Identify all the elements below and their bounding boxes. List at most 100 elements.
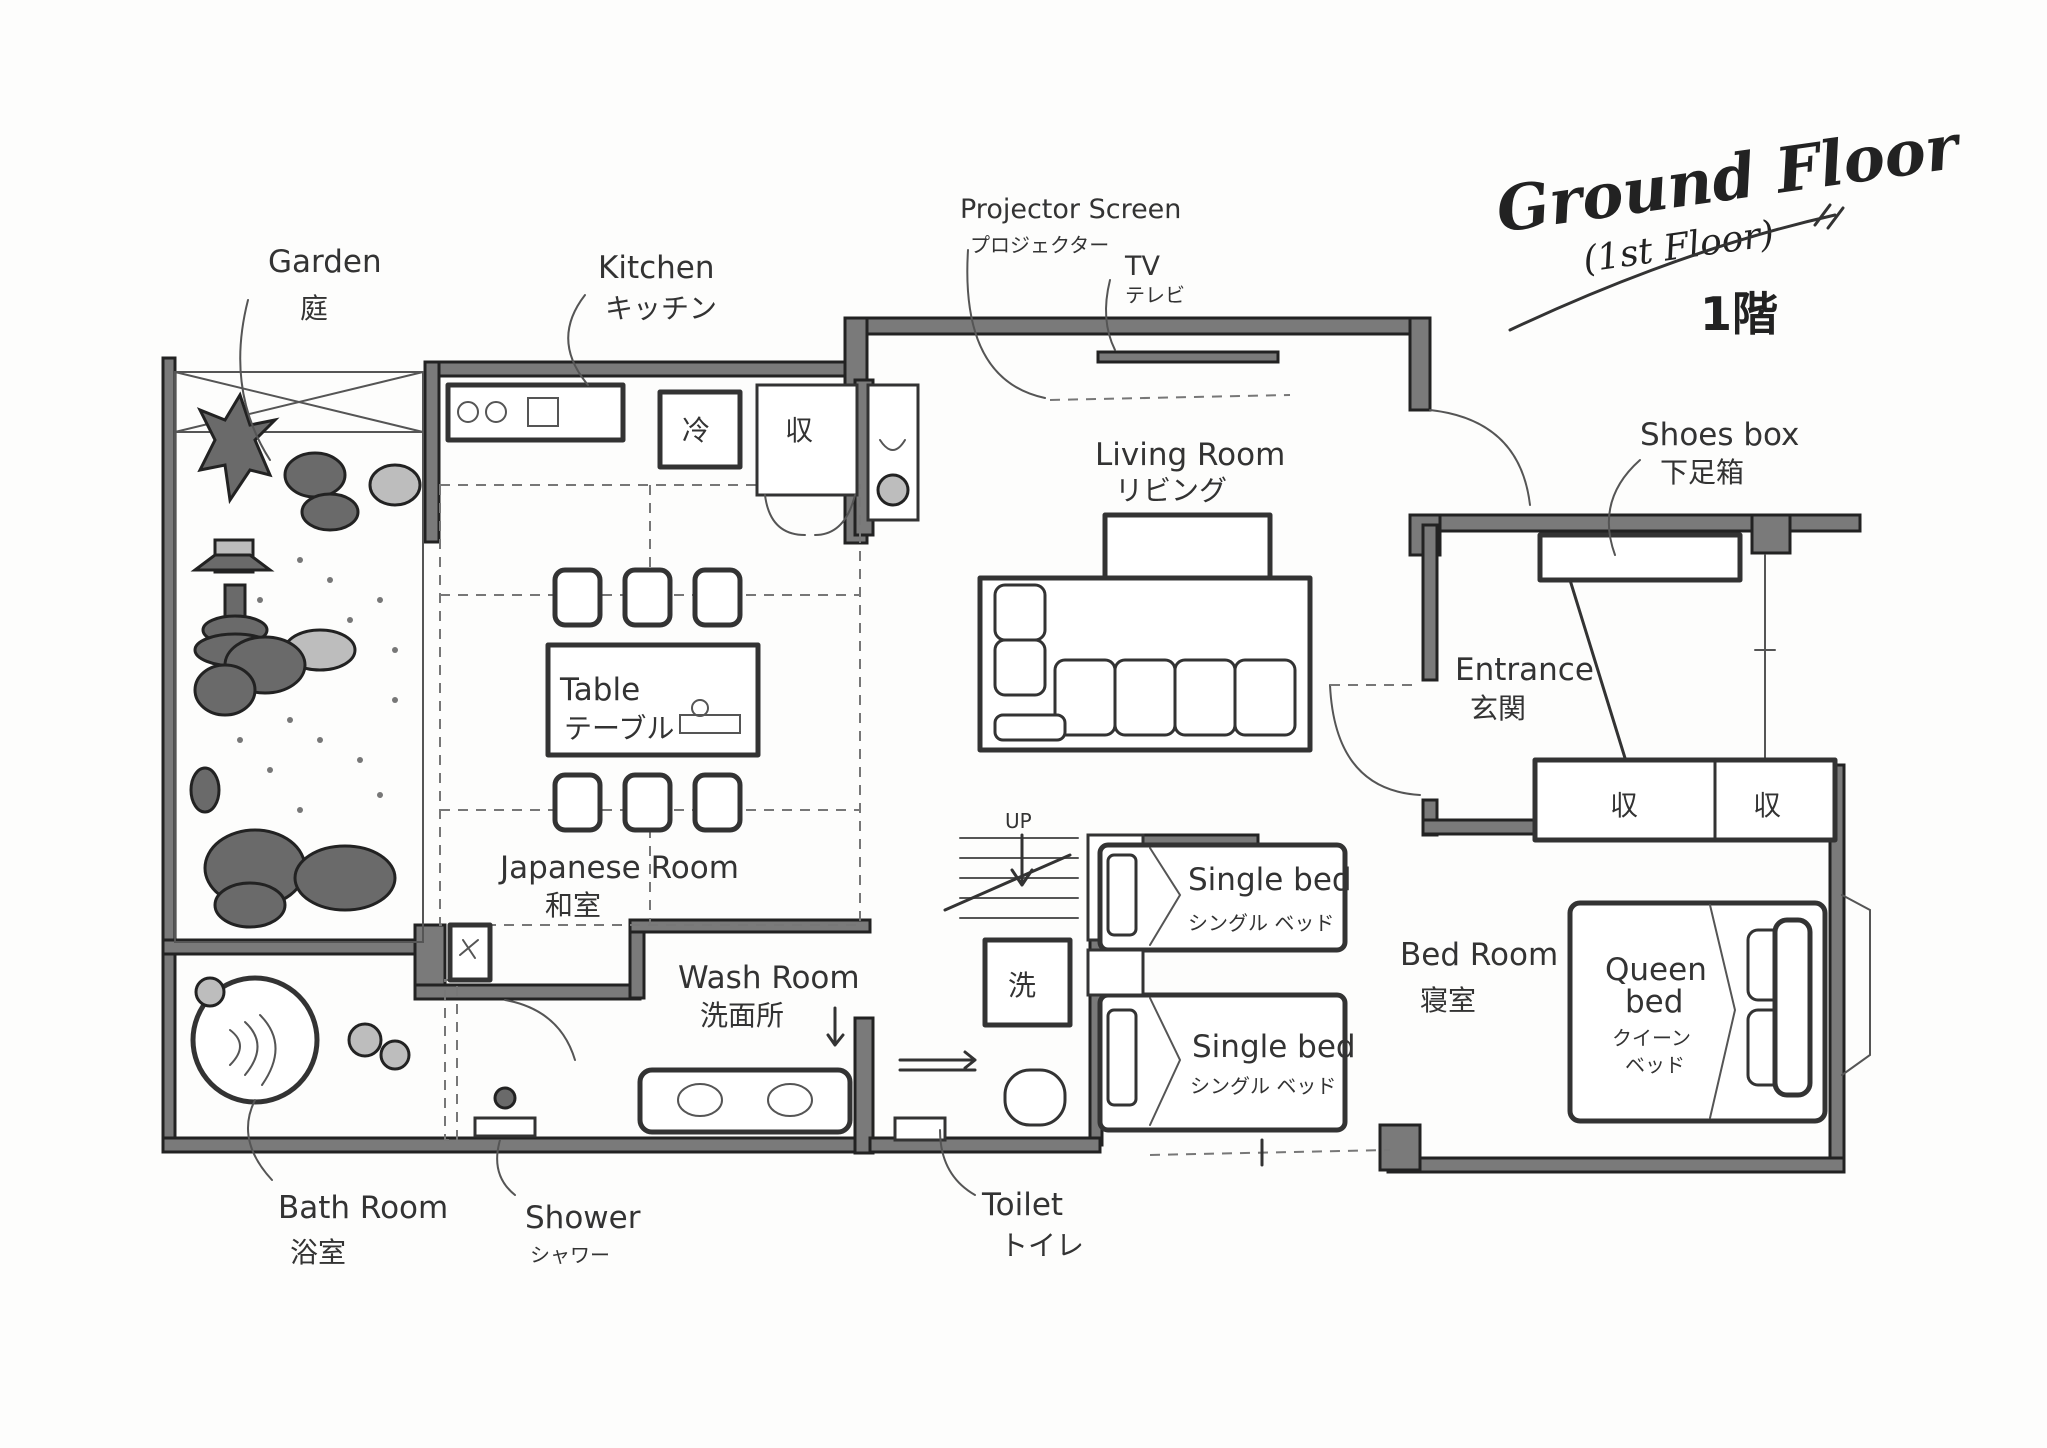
shoes-box [1537,532,1743,583]
pillow [1106,1008,1138,1107]
bath-room-leader [247,1099,273,1181]
wall-bedroom-south [1386,1156,1846,1174]
shoes-box-leader [1607,459,1641,556]
shower-head [493,1086,517,1110]
title-japanese: 1階 [1700,287,1778,341]
garden-rock [283,451,347,499]
garden-rock [300,492,360,532]
living-room-area [977,350,1531,796]
single-beds [1086,833,1391,1167]
tv-label: TV [1124,251,1160,282]
kitchen-counter [445,382,626,443]
projector-screen-line [1049,394,1291,401]
garden-area [174,371,424,943]
chair [692,772,743,833]
chair [692,567,743,628]
shower-label: Shower [525,1200,641,1236]
wash-entry-arrow [826,1006,845,1047]
room-labels: Garden 庭 Kitchen キッチン Projector Screen プ… [239,194,1799,1269]
chair [552,772,603,833]
queen-bed-label-jp-2: ベッド [1625,1053,1685,1077]
garden-label: Garden [268,244,382,280]
single-bed-1 [1097,842,1348,953]
bath-step [194,976,226,1008]
wall-living-east [1408,316,1432,412]
garden-rock [293,844,397,912]
wall-bedroom-door-jamb [1378,1123,1422,1172]
living-door-swing [1429,409,1531,506]
bed-side-item [1772,917,1813,1098]
bedroom-threshold [1149,1149,1391,1156]
fridge-mark: 冷 [682,414,710,447]
title-underline [1508,213,1837,332]
chair [552,567,603,628]
fridge [657,389,743,470]
bedroom-storage [1532,757,1838,843]
wash-door-swing [504,999,576,1061]
wash-room-label: Wash Room [678,960,860,996]
washing-machine [982,937,1073,1028]
table-label: Table [559,672,640,708]
stairs-up-label: UP [1005,809,1032,833]
toilet-paper [893,1116,947,1142]
wash-basin [767,1083,813,1117]
garden-rock [213,881,287,929]
entrance-step-line [1568,578,1627,760]
bed-room-label: Bed Room [1400,937,1558,973]
shower-label-jp: シャワー [530,1243,610,1267]
single-bed-1-label: Single bed [1188,862,1352,898]
wash-room-label-jp: 洗面所 [700,999,784,1032]
japanese-room-area: 冷 収 Table テーブル [439,382,920,1141]
toilet-leader [939,1129,976,1196]
bay-window [1841,894,1871,1076]
single-bed-2-label: Single bed [1192,1029,1356,1065]
projector-label: Projector Screen [960,194,1181,225]
toilet-entry-arrow [898,1050,977,1072]
bath-partition [444,979,458,1141]
sofa [977,575,1313,753]
chairs [552,567,743,833]
wall-entrance-south [1421,818,1537,836]
chair [622,772,673,833]
queen-bed-label-1: Queen [1605,952,1707,988]
stove-burner [457,401,479,423]
single-bed-2 [1097,992,1348,1133]
japanese-room-label: Japanese Room [498,850,739,886]
bath-room-label: Bath Room [278,1190,448,1226]
tv-label-jp: テレビ [1125,283,1185,307]
wall-living-north [843,316,1430,336]
wall-wash-north-1 [413,983,642,1001]
garden-label-jp: 庭 [300,292,328,325]
queen-bed-label-jp-1: クイーン [1612,1026,1691,1050]
toilet [1003,1068,1067,1127]
table-label-jp: テーブル [564,712,674,745]
projector-leader [966,249,1046,399]
wall-wash-east [853,1016,875,1155]
dining-table [545,642,761,758]
night-stand [1086,948,1145,997]
tv-leader [1105,279,1116,351]
entrance-label: Entrance [1455,652,1594,688]
wash-room-area: 洗 [447,922,1073,1142]
tv-unit [1096,350,1280,364]
wash-basin [677,1083,723,1117]
queen-bed-fold [1709,904,1737,1119]
garden-gravel [237,557,398,813]
bath-water [229,1014,277,1086]
storage-kitchen-mark: 収 [785,414,813,447]
bed-room-label-jp: 寝室 [1420,984,1476,1017]
bath-stone [379,1039,411,1071]
entrance-door-swing [1329,684,1421,796]
kitchen-leader [567,294,589,386]
storage-bed-mark-1: 収 [1610,789,1638,822]
entrance-label-jp: 玄関 [1470,692,1526,725]
living-plant [866,383,920,522]
garden-rock [368,463,422,507]
wall-south-west [161,1136,860,1154]
queen-bed-label-2: bed [1625,984,1683,1020]
bed-fold-2 [1149,997,1182,1126]
stove-burner [485,401,507,423]
shower-leader [496,1139,516,1196]
